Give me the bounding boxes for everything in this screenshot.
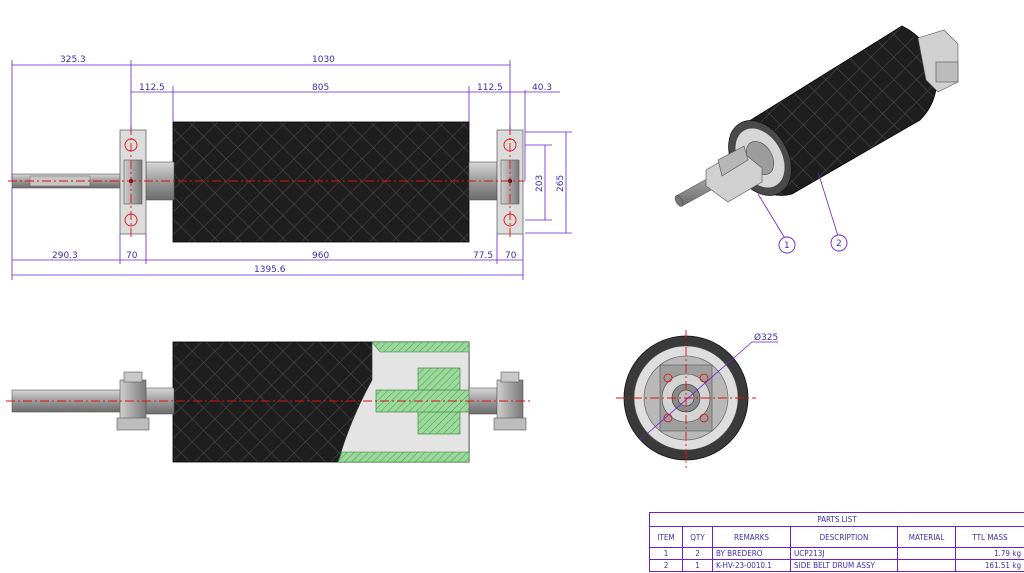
header-item: ITEM — [649, 526, 683, 548]
cell-description: SIDE BELT DRUM ASSY — [790, 559, 898, 572]
balloon-2: 2 — [836, 239, 842, 249]
cell-item: 1 — [649, 547, 683, 560]
cell-material — [897, 559, 956, 572]
cell-remarks: BY BREDERO — [712, 547, 791, 560]
dim-bearing-width-right: 70 — [505, 251, 517, 261]
cell-qty: 2 — [682, 547, 713, 560]
header-description: DESCRIPTION — [790, 526, 898, 548]
dim-overall-left: 325.3 — [60, 55, 86, 65]
cell-qty: 1 — [682, 559, 713, 572]
section-view — [6, 341, 530, 463]
front-view: 325.3 1030 112.5 805 112.5 40.3 290.3 70… — [8, 55, 572, 280]
cell-mass: 1.79 kg — [954, 547, 1024, 560]
table-row: 2 1 K-HV-23-0010.1 SIDE BELT DRUM ASSY 1… — [649, 559, 1024, 572]
dim-diameter: Ø325 — [754, 332, 778, 343]
header-ttl-mass: TTL MASS — [954, 526, 1024, 548]
dim-bearing-height-inner: 203 — [535, 175, 545, 192]
dim-drum-face: 805 — [312, 83, 329, 93]
parts-list-title: PARTS LIST — [648, 512, 1024, 527]
dim-overall-length: 1395.6 — [254, 265, 286, 275]
dim-overall-top: 1030 — [312, 55, 335, 65]
header-remarks: REMARKS — [712, 526, 791, 548]
dim-bearing-left-gap: 112.5 — [139, 83, 165, 93]
table-row: 1 2 BY BREDERO UCP213J 1.79 kg — [649, 547, 1024, 560]
end-view: Ø325 — [616, 330, 778, 468]
drum-body — [172, 121, 470, 243]
dim-drum-length: 960 — [312, 251, 329, 261]
dim-gap-right-bottom: 77.5 — [473, 251, 493, 261]
cell-description: UCP213J — [790, 547, 898, 560]
balloon-1: 1 — [784, 241, 790, 251]
dim-bearing-height-outer: 265 — [556, 175, 566, 192]
cell-remarks: K-HV-23-0010.1 — [712, 559, 791, 572]
dim-bearing-right-gap: 112.5 — [477, 83, 503, 93]
header-qty: QTY — [682, 526, 713, 548]
cell-item: 2 — [649, 559, 683, 572]
front-dimensions — [11, 60, 572, 280]
dim-shaft-left-bottom: 290.3 — [52, 251, 78, 261]
cell-material — [897, 547, 956, 560]
dim-bearing-width-left: 70 — [126, 251, 138, 261]
dim-shaft-right: 40.3 — [532, 83, 552, 93]
isometric-view: 1 2 — [674, 25, 959, 254]
left-bearing — [119, 129, 147, 235]
cell-mass: 161.51 kg — [954, 559, 1024, 572]
parts-list-table: PARTS LIST ITEM QTY REMARKS DESCRIPTION … — [648, 512, 1024, 572]
header-material: MATERIAL — [897, 526, 956, 548]
